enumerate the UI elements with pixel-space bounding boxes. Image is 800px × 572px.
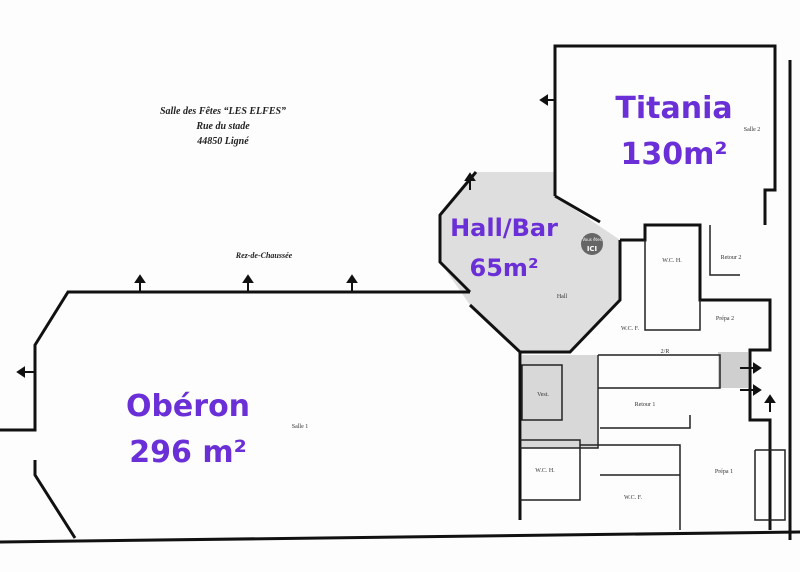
hall-bar-name: Hall/Bar [450, 214, 558, 242]
exit-arrow-icons [16, 94, 776, 412]
service-inner-6 [520, 439, 581, 501]
venue-city: 44850 Ligné [196, 136, 249, 147]
titania-walls [553, 44, 777, 225]
room-vestiaire: Vest. [537, 392, 549, 398]
service-inner-1 [520, 355, 599, 449]
oberon-area: 296 m² [129, 435, 246, 470]
hall-wall-right [468, 240, 622, 354]
oberon-name: Obéron [126, 389, 250, 424]
hall-walls [438, 171, 478, 294]
you-are-here-line2: ICI [587, 245, 597, 253]
service-inner-5 [709, 225, 740, 276]
oberon-walls [0, 290, 470, 432]
room-hall: Hall [557, 294, 568, 300]
you-are-here-line1: Vous êtes [582, 237, 601, 242]
room-salle-2: Salle 2 [744, 127, 761, 133]
hall-area [440, 172, 620, 352]
corridor-shade [522, 355, 597, 448]
vestiaire-walls [521, 364, 563, 421]
titania-bottom-wall [554, 194, 601, 224]
room-wc-f-top: W.C. F. [621, 326, 639, 332]
room-prepa-2: Prépa 2 [716, 316, 734, 322]
you-are-here-icon: Vous êtes ICI [581, 233, 603, 255]
titania-name: Titania [615, 91, 732, 126]
room-wc-h-top: W.C. H. [662, 258, 682, 264]
bottom-wall [0, 530, 800, 544]
room-retour-2: Retour 2 [721, 255, 742, 261]
prepa-shade [718, 352, 748, 388]
oberon-left-lower [33, 460, 77, 539]
floor-label: Rez-de-Chaussée [235, 251, 293, 260]
service-outline [620, 223, 772, 530]
service-inner-7 [580, 444, 681, 530]
room-wc-f-bottom: W.C. F. [624, 495, 642, 501]
service-inner-9 [754, 449, 786, 521]
service-inner-3 [600, 415, 691, 429]
room-retour-1: Retour 1 [635, 402, 656, 408]
room-wc-h-bottom: W.C. H. [535, 468, 555, 474]
service-inner-4 [644, 240, 701, 331]
room-salle-1: Salle 1 [292, 424, 309, 430]
service-inner-2 [598, 354, 721, 389]
venue-name: Salle des Fêtes “LES ELFES” [160, 106, 286, 117]
room-prepa-1: Prépa 1 [715, 469, 733, 475]
venue-street: Rue du stade [195, 121, 250, 132]
titania-area: 130m² [620, 137, 727, 172]
room-2r: 2/R [661, 349, 670, 355]
hall-bar-area: 65m² [470, 254, 539, 282]
